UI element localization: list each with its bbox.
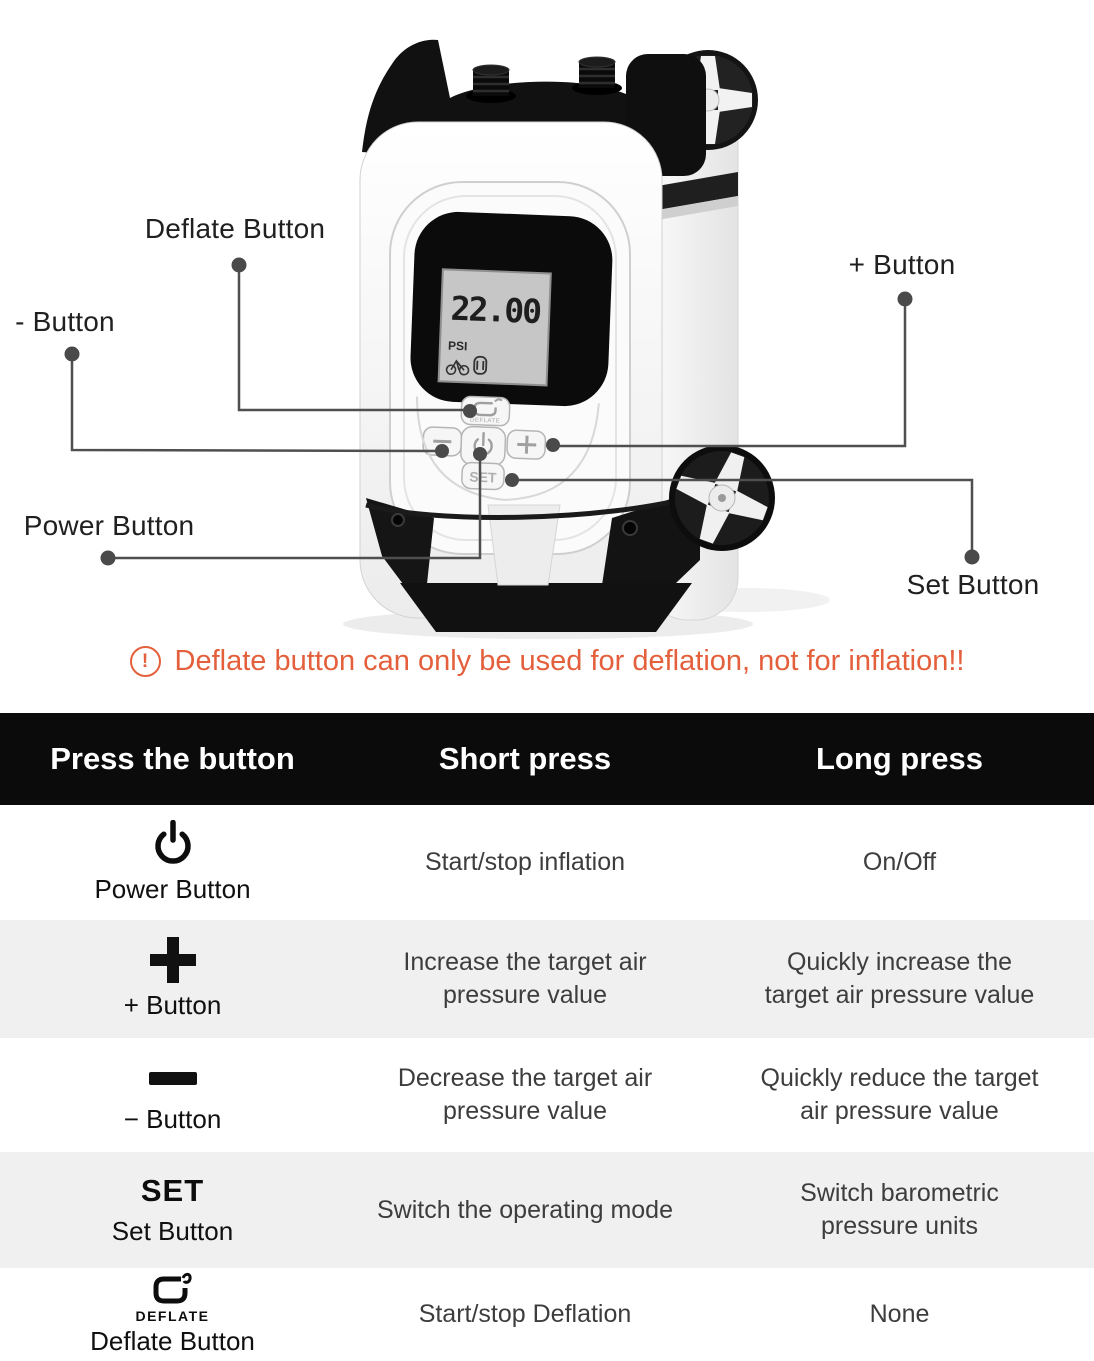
table-row-plus: + Button Increase the target air pressur… — [0, 920, 1094, 1038]
device-plus-button — [506, 429, 547, 460]
bike-mode-icon — [445, 359, 470, 376]
long-press-desc: None — [869, 1300, 930, 1328]
power-callout-line — [108, 454, 482, 560]
bottom-wheel — [669, 445, 775, 551]
device-set-button: SET — [461, 461, 505, 491]
header-short-press: Short press — [438, 741, 612, 776]
row-button-label: Set Button — [111, 1216, 234, 1246]
header-long-press: Long press — [815, 741, 984, 776]
deflate-icon-word: DEFLATE — [135, 1308, 210, 1324]
lcd-pressure-value: 22.00 — [450, 289, 541, 331]
deflate-callout-line — [237, 265, 470, 412]
minus-callout-line — [70, 354, 443, 453]
deflate-button-callout: Deflate Button — [144, 213, 326, 244]
side-stripe — [646, 172, 738, 212]
device-display: 22.00 PSI — [437, 268, 552, 387]
short-press-desc: Start/stop inflation — [424, 848, 626, 876]
table-row-set: SET Set Button Switch the operating mode… — [0, 1152, 1094, 1268]
lcd-unit: PSI — [448, 339, 468, 354]
set-callout-line — [512, 478, 974, 557]
short-press-desc: Start/stop Deflation — [418, 1300, 632, 1328]
table-header-row: Press the button Short press Long press — [0, 713, 1094, 805]
top-handle — [362, 39, 706, 176]
long-press-desc: Quickly increase the target air pressure… — [764, 948, 1035, 1009]
tire-mode-icon — [473, 355, 488, 375]
long-press-desc: Switch barometric pressure units — [800, 1179, 999, 1240]
table-row-minus: − Button Decrease the target air pressur… — [0, 1038, 1094, 1152]
short-press-desc: Increase the target air pressure value — [403, 948, 647, 1009]
set-icon: SET — [140, 1173, 205, 1208]
row-button-label: Deflate Button — [90, 1326, 255, 1356]
row-button-label: − Button — [123, 1103, 222, 1134]
callout-lines — [64, 257, 980, 566]
plus-button-callout: + Button — [848, 249, 956, 280]
row-button-label: + Button — [123, 990, 222, 1020]
device-set-label: SET — [469, 469, 497, 486]
minus-button-callout: - Button — [15, 306, 115, 337]
short-press-desc: Decrease the target air pressure value — [397, 1064, 653, 1125]
long-press-desc: On/Off — [862, 848, 937, 876]
valve-cap-left — [466, 64, 516, 103]
deflate-warning: ! Deflate button can only be used for de… — [0, 639, 1094, 683]
device-deflate-label: DEFLATE — [470, 418, 500, 425]
plus-icon — [149, 937, 196, 983]
power-icon — [154, 820, 191, 864]
short-press-desc: Switch the operating mode — [376, 1195, 673, 1224]
row-button-label: Power Button — [94, 874, 251, 904]
power-button-callout: Power Button — [23, 510, 195, 541]
table-row-deflate: DEFLATE Deflate Button Start/stop Deflat… — [0, 1268, 1094, 1361]
product-figure: 22.00 PSI — [15, 39, 1040, 639]
header-press-the-button: Press the button — [50, 741, 295, 776]
plus-callout-line — [553, 299, 907, 448]
device-power-button — [460, 425, 507, 467]
alert-icon: ! — [129, 645, 161, 677]
set-button-callout: Set Button — [906, 569, 1040, 600]
air-pump-illustration: 22.00 PSI — [343, 39, 830, 639]
minus-key-icon — [433, 439, 452, 444]
plus-key-icon — [517, 435, 537, 454]
minus-icon — [148, 1071, 197, 1085]
table-row-power: Power Button Start/stop inflation On/Off — [0, 805, 1094, 920]
valve-cap-right — [572, 56, 622, 95]
long-press-desc: Quickly reduce the target air pressure v… — [760, 1064, 1039, 1125]
warning-text: Deflate button can only be used for defl… — [174, 644, 965, 677]
button-function-table: Press the button Short press Long press … — [0, 713, 1094, 1361]
deflate-icon — [153, 1272, 192, 1304]
